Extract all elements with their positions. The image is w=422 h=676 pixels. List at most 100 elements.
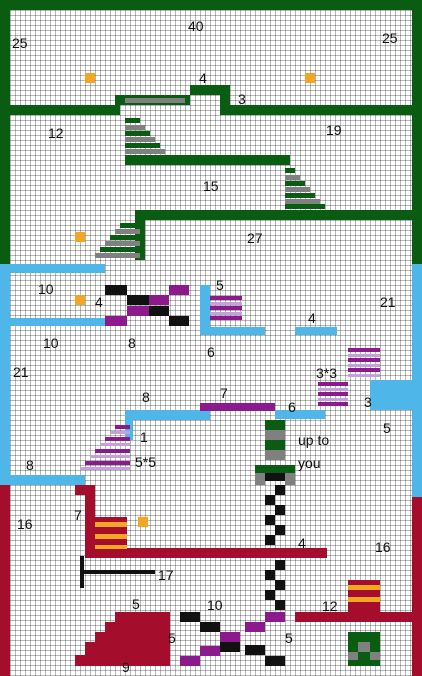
gold-marker [85,73,95,83]
purple-stair [105,437,130,441]
label-red-16-right: 16 [375,539,391,555]
stair-step [100,247,140,252]
purple-stair [85,461,130,465]
blue-ledge-10 [0,318,105,326]
purple-stair [318,388,348,391]
checker-tile [105,285,127,295]
label-blue-21-right: 21 [380,294,396,310]
checker-tile [275,525,285,535]
label-blue-1: 1 [140,429,148,445]
column-tile [255,473,265,485]
label-red-4: 4 [298,535,306,551]
label-red-10: 10 [207,597,223,613]
purple-stair [348,368,380,372]
checker-tile [265,515,275,525]
red-post-7 [85,485,95,555]
checker-tile [149,295,169,305]
stair-step [285,175,300,180]
label-blue-21-left: 21 [13,364,29,380]
label-blue-10a: 10 [38,281,54,297]
green-stair1-base [125,155,290,165]
label-ledge-3: 3 [238,91,246,107]
label-19: 19 [326,122,342,138]
red-wall-right [412,497,422,676]
label-27: 27 [247,230,263,246]
label-blue-6b: 6 [288,399,296,415]
label-up-to: up to [298,432,330,448]
checker-tile [220,632,240,642]
checker-tile [169,316,189,326]
purple-stair [210,312,242,315]
checker-tile [265,495,275,505]
label-blue-4: 4 [95,294,103,310]
checker-tile [265,590,275,600]
checker-tile [200,646,220,656]
chest-stripe [95,545,127,549]
stair-step [285,181,305,186]
purple-stair [318,392,348,396]
checker-tile [180,612,200,622]
stair-step [125,143,160,148]
blue-wall-left [0,264,10,486]
purple-stair [90,455,130,458]
red-step-block [115,612,170,666]
label-blue-8c: 8 [26,457,34,473]
purple-stair [95,449,130,453]
green-wall-top [0,0,422,10]
bar-17 [80,570,155,574]
purple-stair [210,302,242,305]
blue-post-5 [200,285,210,335]
checker-tile [149,306,169,316]
label-red-5c: 5 [285,630,293,646]
red-step-block [85,642,95,666]
stair-step [285,187,310,192]
label-red-12: 12 [322,598,338,614]
purple-stair [210,316,242,320]
label-blue-4b: 4 [308,310,316,326]
green-floor-1-left [0,105,120,115]
purple-stair [80,467,130,470]
checker-tile [265,570,275,580]
purple-stair [100,443,130,446]
stair-step [285,204,325,209]
bar-17-post [80,556,84,588]
purple-ledge-7 [200,403,275,411]
label-blue-7: 7 [220,385,228,401]
label-red-16-left: 16 [17,516,33,532]
purple-stair [115,425,130,429]
purple-stair [348,374,380,377]
green-floor-2 [140,210,422,220]
stair-step [120,223,140,228]
checker-tile [127,306,149,316]
label-15: 15 [203,178,219,194]
label-blue-3x3: 3*3 [316,365,338,381]
purple-stair [348,364,380,367]
purple-stair [110,431,130,434]
chest-stripe [95,522,127,527]
green-checker-cell [348,652,358,660]
red-ledge-12 [295,612,422,622]
label-blue-8b: 8 [142,389,150,405]
chest-stripe [348,597,380,602]
blue-ledge-6 [200,327,265,335]
green-ledge-post [220,85,230,115]
checker-tile [275,580,285,590]
column-tile [255,465,295,473]
label-top-left: 25 [12,35,28,51]
label-red-17: 17 [158,567,174,583]
stair-step [115,229,140,234]
red-step-block [75,655,85,666]
blue-ledge-4 [295,327,337,335]
checker-tile [275,505,285,515]
label-blue-8a: 8 [128,335,136,351]
gold-marker [75,232,85,242]
checker-tile [127,295,149,305]
stair-step [125,118,140,123]
stair-step [110,235,140,240]
checker-tile [220,642,240,652]
gold-marker [305,73,315,83]
label-blue-10b: 10 [43,335,59,351]
stair-step [125,149,165,154]
checker-tile [265,535,275,545]
blue-wall-top [0,264,105,273]
